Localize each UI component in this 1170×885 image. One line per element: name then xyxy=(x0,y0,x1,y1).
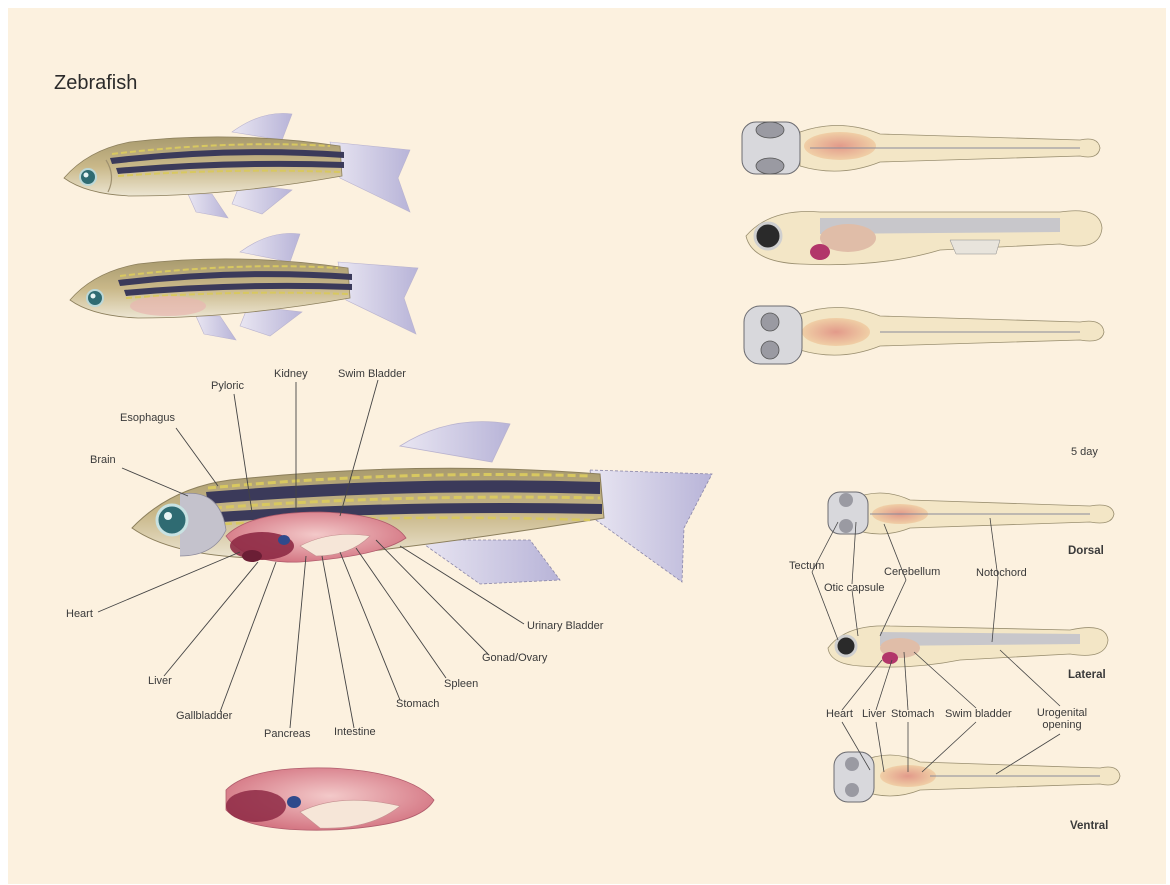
label-urinary-bladder: Urinary Bladder xyxy=(527,620,603,632)
label-brain: Brain xyxy=(90,454,116,466)
label-larva-liver: Liver xyxy=(862,708,886,720)
label-esophagus: Esophagus xyxy=(120,412,175,424)
larva-ventral-labeled xyxy=(834,752,1120,802)
label-larva-swim-bladder: Swim bladder xyxy=(945,708,1012,720)
adult-fish-external-1 xyxy=(64,113,410,218)
label-otic-capsule: Otic capsule xyxy=(824,582,885,594)
label-urogenital-line2: opening xyxy=(1028,719,1096,731)
label-larva-stomach: Stomach xyxy=(891,708,934,720)
figure-canvas: Zebrafish Brain Esophagus Pyloric Kidney… xyxy=(8,8,1166,884)
larva-lateral-top xyxy=(746,211,1102,265)
label-urogenital-line1: Urogenital xyxy=(1028,707,1096,719)
label-urogenital-opening: Urogenital opening xyxy=(1028,707,1096,731)
illustration-layer xyxy=(8,8,1166,884)
label-larva-heart: Heart xyxy=(826,708,853,720)
label-pyloric: Pyloric xyxy=(211,380,244,392)
figure-title: Zebrafish xyxy=(54,72,137,95)
label-kidney: Kidney xyxy=(274,368,308,380)
label-age: 5 day xyxy=(1071,446,1098,458)
adult-fish-external-2 xyxy=(70,233,418,340)
label-swim-bladder: Swim Bladder xyxy=(338,368,406,380)
label-view-ventral: Ventral xyxy=(1070,820,1108,832)
label-gallbladder: Gallbladder xyxy=(176,710,232,722)
larva-dorsal-labeled xyxy=(828,492,1114,534)
label-view-dorsal: Dorsal xyxy=(1068,545,1104,557)
label-spleen: Spleen xyxy=(444,678,478,690)
organ-cluster xyxy=(226,768,434,830)
label-heart: Heart xyxy=(66,608,93,620)
label-tectum: Tectum xyxy=(789,560,824,572)
label-pancreas: Pancreas xyxy=(264,728,310,740)
larva-lateral-labeled xyxy=(828,626,1108,667)
label-cerebellum: Cerebellum xyxy=(884,566,940,578)
label-liver: Liver xyxy=(148,675,172,687)
label-intestine: Intestine xyxy=(334,726,376,738)
larva-dorsal-top xyxy=(742,122,1100,174)
label-notochord: Notochord xyxy=(976,567,1027,579)
label-view-lateral: Lateral xyxy=(1068,669,1106,681)
larva-ventral-top xyxy=(744,306,1104,364)
label-stomach: Stomach xyxy=(396,698,439,710)
label-gonad-ovary: Gonad/Ovary xyxy=(482,652,547,664)
